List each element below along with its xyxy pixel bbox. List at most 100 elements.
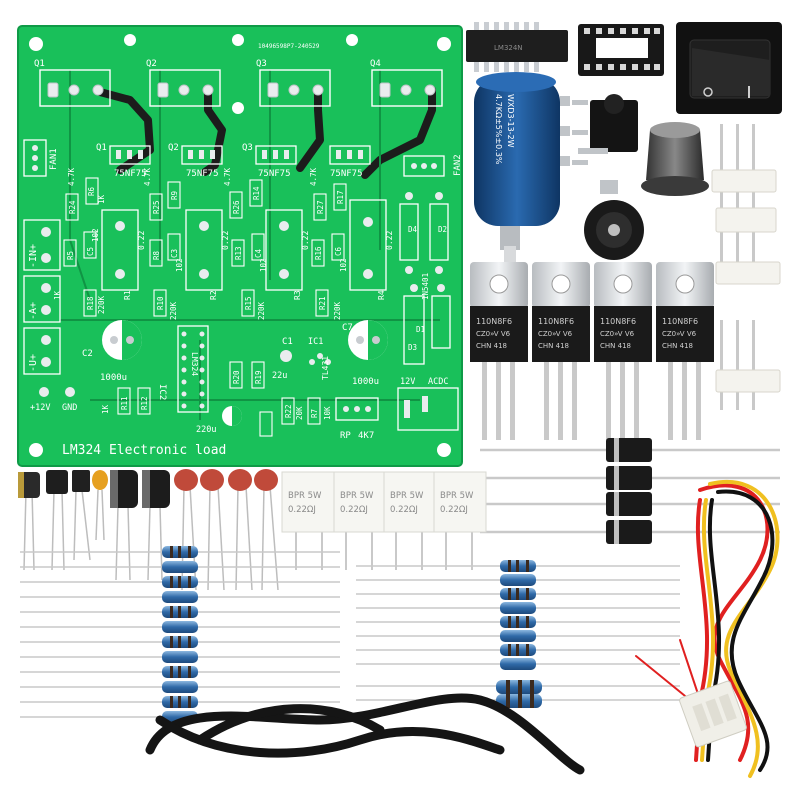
label-r9: R9	[170, 191, 179, 200]
label-102-b: 102	[175, 258, 184, 272]
transistor-pads	[47, 82, 436, 98]
label-12v: +12V	[30, 403, 50, 413]
value-r1: 0.22	[137, 231, 146, 250]
label-4k7-b: 4.7K	[143, 167, 152, 186]
label-acdc: ACDC	[428, 377, 448, 387]
power-resistor-4-value: 0.22ΩJ	[440, 505, 468, 515]
pot-marking-1: WXD3-13-2W	[506, 94, 515, 148]
label-q3-top: Q3	[256, 59, 267, 69]
power-resistor-4-rating: BPR 5W	[440, 491, 474, 501]
label-r19: R19	[254, 370, 263, 384]
power-resistors: BPR 5W 0.22ΩJ BPR 5W 0.22ΩJ BPR 5W 0.22Ω…	[281, 471, 487, 570]
label-102-d: 102	[339, 258, 348, 272]
power-resistor-pads	[115, 217, 373, 279]
label-r21: R21	[318, 296, 327, 310]
label-ic1: IC1	[308, 337, 323, 347]
mosfet-1: 110N8F6 CZ0»V V6 CHN 418	[470, 262, 528, 440]
power-resistor-2-rating: BPR 5W	[340, 491, 374, 501]
mosfet-2-mark-2: CZ0»V V6	[538, 330, 573, 338]
label-c5: C5	[86, 247, 95, 256]
label-4k7: 4K7	[358, 431, 374, 441]
label-c7: C7	[342, 323, 353, 333]
label-20k: 20K	[295, 406, 304, 420]
label-r20: R20	[232, 370, 241, 384]
power-resistor-1-value: 0.22ΩJ	[288, 505, 316, 515]
cap-c7-footprint	[348, 320, 388, 360]
dip-chip-marking: LM324N	[494, 44, 523, 52]
mosfet-2: 110N8F6 CZ0»V V6 CHN 418	[532, 262, 590, 440]
label-r5: R5	[66, 251, 75, 260]
power-resistor-3-value: 0.22ΩJ	[390, 505, 418, 515]
mounting-holes	[29, 34, 451, 457]
small-capacitors	[18, 470, 170, 581]
label-d2: D2	[438, 225, 447, 234]
label-c4: C4	[254, 248, 263, 258]
label-1n5401: 1N5401	[421, 273, 430, 300]
label-c3: C3	[170, 249, 179, 258]
value-c1: 22u	[272, 371, 287, 381]
label-ic2: IC2	[157, 384, 167, 400]
label-tl431: TL431	[321, 356, 330, 380]
label-r22: R22	[284, 404, 293, 418]
cap-c2-footprint	[102, 320, 142, 360]
label-1k-a: 1K	[97, 194, 106, 204]
mosfet-3-mark-1: 110N8F6	[600, 317, 636, 326]
value-r4: 0.22	[385, 231, 394, 250]
label-r2: R2	[209, 290, 218, 300]
resistor-bands-left	[170, 546, 191, 708]
fan1-connector	[23, 139, 47, 177]
mosfet-1-mark-1: 110N8F6	[476, 317, 512, 326]
pot-marking-2: 4.7KΩ±5%±0.3%	[494, 94, 503, 165]
power-resistor-3-rating: BPR 5W	[390, 491, 424, 501]
jst-headers	[711, 124, 781, 410]
resistor-value-labels: 0.22 0.22 0.22 0.22	[137, 231, 394, 250]
mosfet-4-mark-2: CZ0»V V6	[662, 330, 697, 338]
fan2-connector	[403, 155, 445, 177]
power-resistor-footprints	[101, 199, 387, 291]
value-r2: 0.22	[221, 231, 230, 250]
small-component-labels: R6 R24 R25 R5 R8 R9 R26 R14 R27 R17 R13 …	[53, 167, 447, 420]
power-resistor-3: BPR 5W 0.22ΩJ	[383, 471, 437, 533]
wire-harness	[635, 480, 780, 778]
mosfet-3-mark-3: CHN 418	[600, 342, 631, 350]
board-title: LM324 Electronic load	[62, 443, 226, 458]
label-4k7-a: 4.7K	[67, 167, 76, 186]
diode-footprints	[399, 203, 451, 365]
label-1k-b: 1K	[53, 290, 62, 300]
label-r1: R1	[123, 290, 132, 300]
label-r11: R11	[120, 396, 129, 410]
label-d1: D1	[416, 325, 425, 334]
mosfet-3: 110N8F6 CZ0»V V6 CHN 418	[594, 262, 652, 440]
label-102-a: 102	[91, 228, 100, 242]
label-mosfet-part-4: 75NF75	[330, 169, 363, 179]
label-r15: R15	[244, 296, 253, 310]
ic1-footprint	[309, 353, 331, 365]
resistor-name-labels: R1 R2 R3 R4	[123, 290, 386, 300]
rocker-switch	[676, 22, 782, 114]
label-a-terminal: -A+	[28, 302, 39, 320]
ic2-footprint	[177, 325, 209, 413]
label-rp: RP	[340, 431, 351, 441]
label-4k7-d: 4.7K	[309, 167, 318, 186]
label-fan1: FAN1	[49, 148, 59, 170]
label-220k-d: 220K	[333, 301, 342, 320]
label-r13: R13	[234, 246, 243, 260]
label-r8: R8	[152, 250, 161, 260]
label-c1: C1	[282, 337, 293, 347]
label-mosfet-part-2: 75NF75	[186, 169, 219, 179]
copper-traces	[96, 86, 436, 179]
label-c6: C6	[334, 246, 343, 256]
label-mosfet-q2: Q2	[168, 143, 179, 153]
label-q1-top: Q1	[34, 59, 45, 69]
label-mosfet-q1: Q1	[96, 143, 107, 153]
label-lm324: LM324	[190, 352, 199, 376]
power-resistor-1: BPR 5W 0.22ΩJ	[281, 471, 335, 533]
label-mosfet-part-1: 75NF75	[114, 169, 147, 179]
label-r25: R25	[152, 200, 161, 214]
mosfet-4-mark-1: 110N8F6	[662, 317, 698, 326]
value-c2: 1000u	[100, 373, 127, 383]
label-r4: R4	[377, 290, 386, 300]
power-resistor-2: BPR 5W 0.22ΩJ	[333, 471, 387, 533]
label-r16: R16	[314, 246, 323, 260]
label-fan2: FAN2	[453, 154, 463, 176]
